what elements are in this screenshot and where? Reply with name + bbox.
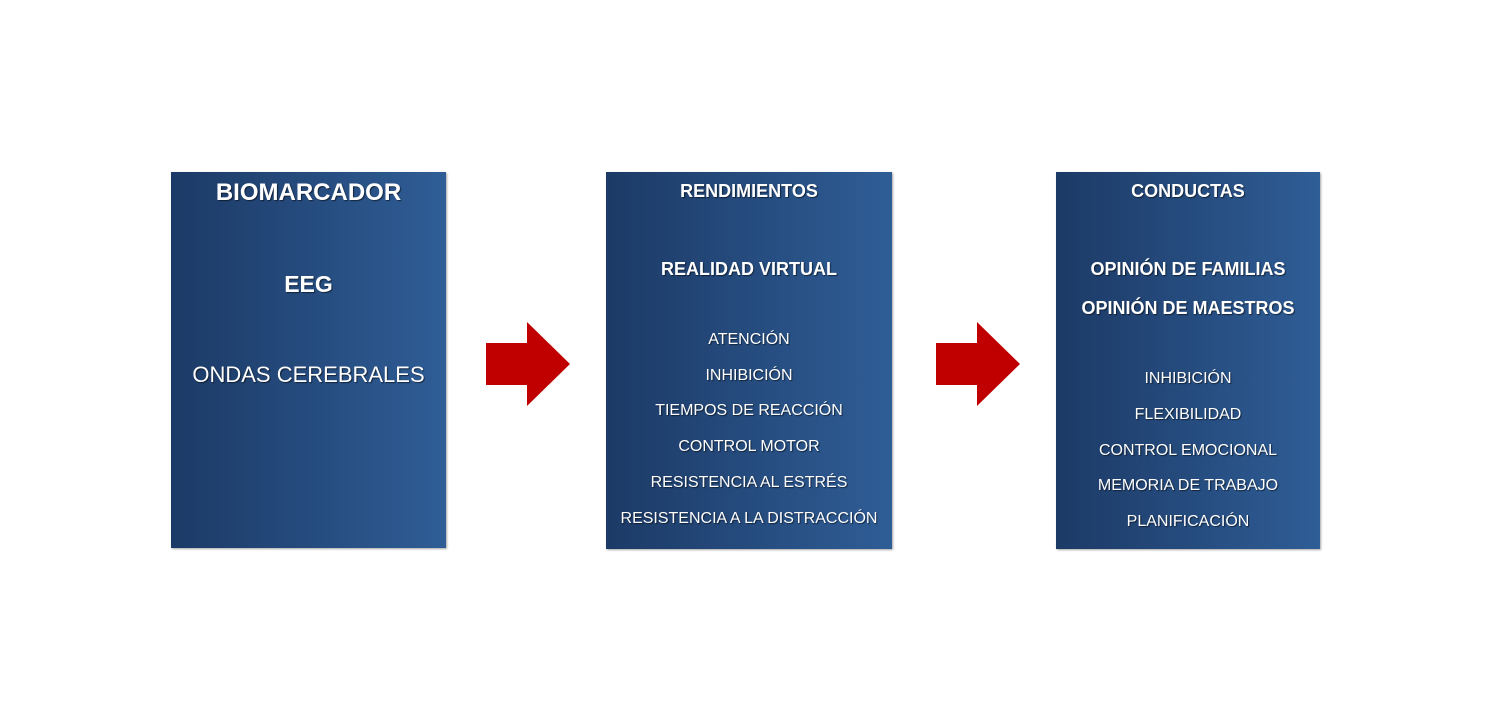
rendimientos-item: ATENCIÓN <box>708 331 790 348</box>
conductas-subtitle: OPINIÓN DE MAESTROS <box>1081 298 1295 318</box>
biomarcador-title: BIOMARCADOR <box>215 179 402 206</box>
rendimientos-subtitle: REALIDAD VIRTUAL <box>661 259 837 279</box>
rendimientos-item: RESISTENCIA AL ESTRÉS <box>650 474 848 491</box>
right-arrow-icon <box>486 322 570 406</box>
conductas-title: CONDUCTAS <box>1131 181 1245 201</box>
conductas-item: MEMORIA DE TRABAJO <box>1097 477 1279 494</box>
rendimientos-item: TIEMPOS DE REACCIÓN <box>655 402 843 419</box>
rendimientos-title: RENDIMIENTOS <box>680 181 818 201</box>
right-arrow-icon <box>936 322 1020 406</box>
rendimientos-box: RENDIMIENTOS REALIDAD VIRTUAL ATENCIÓN I… <box>606 172 892 549</box>
rendimientos-item: RESISTENCIA A LA DISTRACCIÓN <box>620 510 878 527</box>
conductas-item: CONTROL EMOCIONAL <box>1098 442 1278 459</box>
conductas-item: PLANIFICACIÓN <box>1126 513 1250 530</box>
biomarcador-detail: ONDAS CEREBRALES <box>192 362 425 387</box>
biomarcador-box: BIOMARCADOR EEG ONDAS CEREBRALES <box>171 172 446 548</box>
biomarcador-subtitle: EEG <box>284 271 333 297</box>
conductas-subtitle: OPINIÓN DE FAMILIAS <box>1090 259 1286 279</box>
rendimientos-item: INHIBICIÓN <box>705 367 793 384</box>
conductas-item: INHIBICIÓN <box>1144 370 1232 387</box>
conductas-item: FLEXIBILIDAD <box>1134 406 1242 423</box>
conductas-box: CONDUCTAS OPINIÓN DE FAMILIAS OPINIÓN DE… <box>1056 172 1320 549</box>
rendimientos-item: CONTROL MOTOR <box>678 438 820 455</box>
